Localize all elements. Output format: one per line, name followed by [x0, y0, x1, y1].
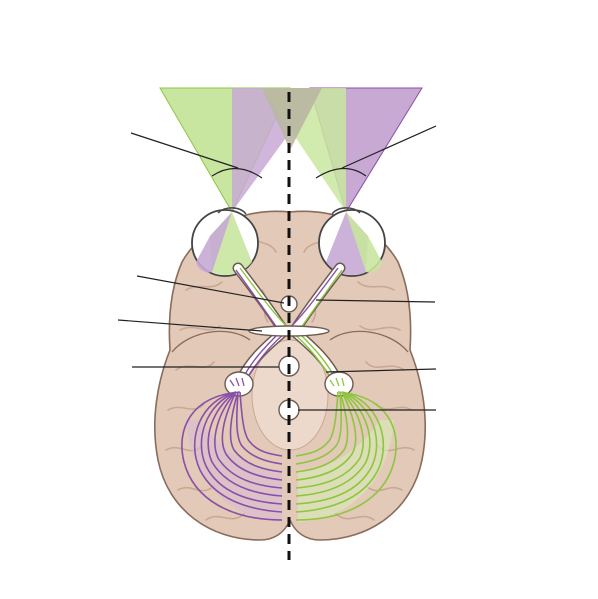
visual-cortex-left-region — [186, 420, 282, 522]
lateral-geniculate-nuclei — [224, 371, 354, 397]
leader-lines — [117, 125, 437, 411]
leader-lgn — [325, 368, 437, 373]
binocular-overlap-field — [262, 88, 322, 150]
left-eye-lens — [217, 207, 247, 215]
right-field-angle-arc — [315, 167, 367, 179]
left-field-angle-arc — [211, 167, 263, 179]
temporal-lobe-left — [171, 330, 251, 353]
left-eye — [191, 207, 259, 277]
left-lgn — [224, 371, 254, 397]
left-eye-purple-retina — [196, 212, 232, 273]
right-eye-green-retina — [346, 212, 382, 273]
optic-radiation-left — [181, 391, 283, 521]
leader-optic-chiasm — [117, 319, 263, 332]
visual-fields — [159, 87, 423, 214]
leader-right-visual-field — [341, 125, 437, 169]
temporal-lobe-right — [329, 330, 409, 353]
right-eye — [318, 207, 386, 277]
leader-optic-tract — [315, 299, 436, 303]
leader-left-visual-field — [130, 132, 239, 169]
leader-optic-nerve — [136, 275, 285, 304]
right-eye-lens — [331, 207, 361, 215]
